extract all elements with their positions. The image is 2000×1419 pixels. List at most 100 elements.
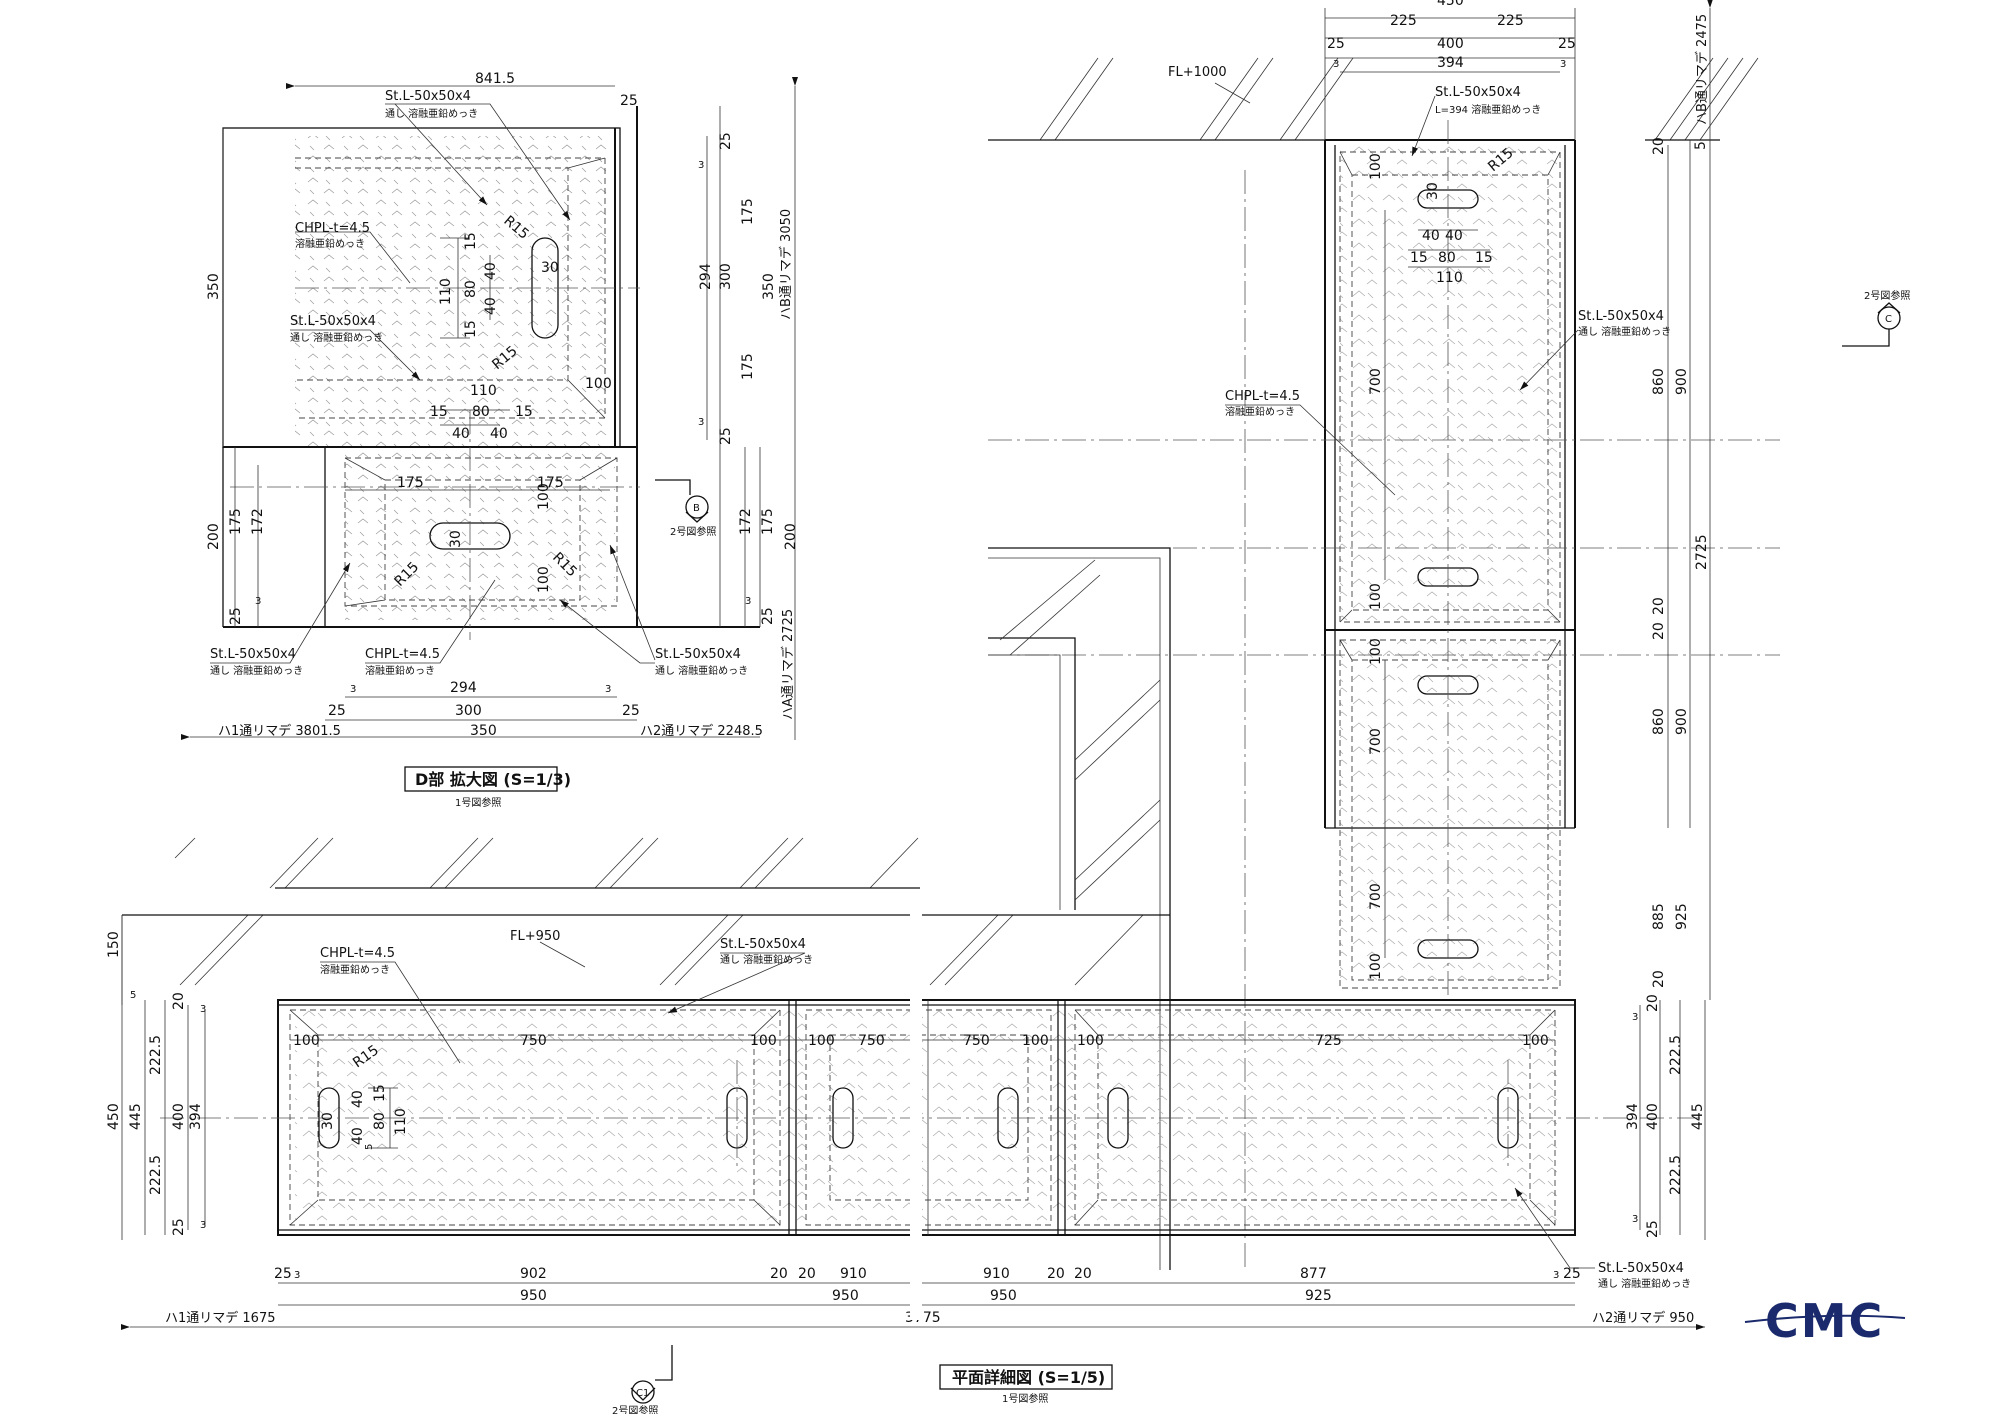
material-note-sub: L=394 溶融亜鉛めっき	[1435, 103, 1541, 116]
dim-text: 110	[1436, 270, 1463, 286]
dim-text: 100	[536, 483, 552, 510]
dim-text: 222.5	[1668, 1155, 1684, 1195]
dim-text: 910	[840, 1266, 867, 1282]
dim-text: 40	[350, 1090, 366, 1108]
dim-text: 5	[130, 990, 136, 1001]
dim-text: 40	[483, 297, 499, 315]
cmc-logo: CMC	[1744, 1294, 1906, 1348]
dim-text: 150	[106, 931, 122, 958]
callout-ref: 2号図参照	[612, 1404, 658, 1414]
dim-text: 925	[1674, 903, 1690, 930]
dim-text: 25	[718, 132, 734, 150]
dim-text: 80	[463, 280, 479, 298]
dim-text: 20	[798, 1266, 816, 1282]
dim-text: 750	[963, 1033, 990, 1049]
gridline-ref: ハB通リマデ 2475	[1694, 14, 1710, 125]
dim-text: 700	[1368, 883, 1384, 910]
material-note: CHPL-t=4.5	[295, 221, 370, 236]
dim-text: 394	[188, 1103, 204, 1130]
dim-text: 40	[350, 1127, 366, 1145]
dim-text: 80	[472, 404, 490, 420]
dim-text: 25	[1563, 1266, 1581, 1282]
dim-text: 100	[293, 1033, 320, 1049]
dim-text: 750	[858, 1033, 885, 1049]
dim-text: 700	[1368, 728, 1384, 755]
material-note-sub: 通し 溶融亜鉛めっき	[210, 664, 303, 677]
callout-ref: 2号図参照	[670, 525, 716, 538]
dim-text: 20	[1651, 597, 1667, 615]
dim-text: 3	[1560, 59, 1566, 70]
dim-text: 950	[520, 1288, 547, 1304]
dim-text: 20	[1651, 970, 1667, 988]
dim-text: 222.5	[148, 1155, 164, 1195]
material-note: St.L-50x50x4	[655, 647, 741, 662]
view-title-box	[939, 1364, 1113, 1390]
dim-text: 15	[372, 1084, 388, 1102]
callout-letter: C	[1885, 314, 1892, 325]
dim-text: 700	[1368, 368, 1384, 395]
dim-text: 3	[698, 160, 704, 171]
dim-text: 15	[1475, 250, 1493, 266]
dim-text: 900	[1674, 368, 1690, 395]
dim-text: 15	[515, 404, 533, 420]
dim-text: 15	[1410, 250, 1428, 266]
dim-text: 175	[740, 198, 756, 225]
material-note: CHPL-t=4.5	[365, 647, 440, 662]
material-note: St.L-50x50x4	[1435, 85, 1521, 100]
dim-text: 25	[1327, 36, 1345, 52]
gridline-ref: ハ2通リマデ 2248.5	[640, 723, 763, 739]
dim-text: 885	[1651, 903, 1667, 930]
view-title-box	[404, 766, 558, 792]
dim-text: 100	[1368, 638, 1384, 665]
material-note-sub: 溶融亜鉛めっき	[1225, 405, 1295, 418]
callout-letter: B	[693, 503, 700, 514]
dim-text: 15	[430, 404, 448, 420]
dim-text: 950	[832, 1288, 859, 1304]
dim-text: 5	[1693, 141, 1709, 150]
dim-text: 300	[718, 263, 734, 290]
floor-level: FL+950	[510, 929, 560, 944]
view-ref: 1号図参照	[1002, 1392, 1048, 1405]
material-note-sub: 通し 溶融亜鉛めっき	[1578, 325, 1671, 338]
dim-text: 294	[450, 680, 477, 696]
dim-text: 350	[206, 273, 222, 300]
checker-plate-hatch	[1340, 640, 1562, 985]
dim-text: 100	[808, 1033, 835, 1049]
dim-text: 350	[761, 273, 777, 300]
dim-text: 3	[1632, 1214, 1638, 1225]
dim-text: 225	[1497, 13, 1524, 29]
dim-text: 900	[1674, 708, 1690, 735]
dim-text: 15	[463, 320, 479, 338]
dim-text: 100	[1022, 1033, 1049, 1049]
dim-text: 910	[983, 1266, 1010, 1282]
material-note-sub: 通し 溶融亜鉛めっき	[655, 664, 748, 677]
dim-text: 40	[483, 262, 499, 280]
dim-text: 3	[698, 417, 704, 428]
dim-text: 175	[228, 508, 244, 535]
dim-text: 300	[455, 703, 482, 719]
dim-text: 100	[750, 1033, 777, 1049]
dim-text: 80	[1438, 250, 1456, 266]
material-note: St.L-50x50x4	[290, 314, 376, 329]
dim-text: 394	[1625, 1103, 1641, 1130]
vertical-plan-view: FL+1000	[988, 0, 1910, 1270]
material-note: CHPL-t=4.5	[1225, 389, 1300, 404]
dim-text: 25	[1645, 1220, 1661, 1238]
dim-text: 445	[1690, 1103, 1706, 1130]
dim-text: 40	[1422, 228, 1440, 244]
material-note-sub: 通し 溶融亜鉛めっき	[720, 953, 813, 966]
dim-text: 3	[350, 684, 356, 695]
dim-text: 20	[1074, 1266, 1092, 1282]
dim-text: 445	[128, 1103, 144, 1130]
dim-text: 3	[1553, 1270, 1559, 1281]
callout-ref: 2号図参照	[1864, 289, 1910, 302]
dim-text: 25	[328, 703, 346, 719]
dim-text: 394	[1437, 55, 1464, 71]
material-note: CHPL-t=4.5	[320, 946, 395, 961]
plan-outline	[277, 999, 1576, 1236]
dim-text: 25	[171, 1218, 187, 1236]
dim-text: 25	[1558, 36, 1576, 52]
dim-text: 3	[605, 684, 611, 695]
dim-text: 20	[1047, 1266, 1065, 1282]
